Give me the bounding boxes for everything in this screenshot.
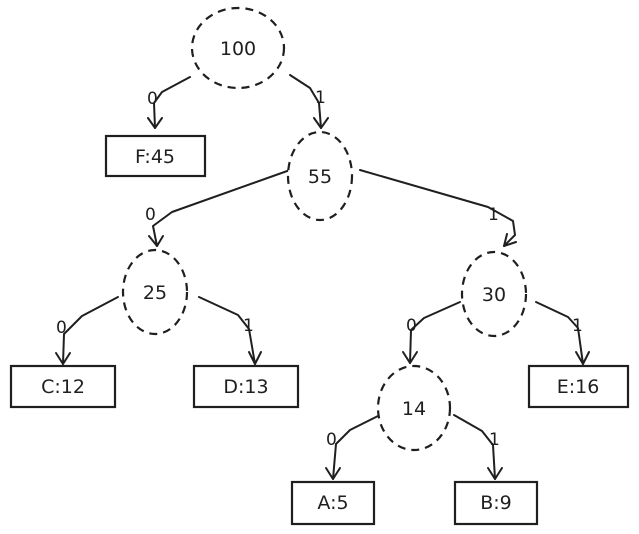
leaf-f-label: F:45 (135, 146, 175, 168)
edge-25-to-d-line (198, 296, 256, 365)
edge-root-to-55: 1 (289, 74, 329, 129)
edge-root-to-f: 0 (147, 76, 191, 129)
edge-14-to-a-arrow-icon (325, 467, 341, 480)
edge-14-to-b: 1 (453, 414, 503, 480)
leaf-d-label: D:13 (223, 376, 268, 398)
node-30-label: 30 (482, 284, 506, 306)
edge-55-to-30-label: 1 (488, 205, 499, 225)
leaf-f: F:45 (104, 134, 207, 178)
edge-30-to-e-label: 1 (572, 316, 583, 336)
edge-25-to-d-label: 1 (243, 316, 254, 336)
leaf-e-box (527, 364, 630, 409)
edge-14-to-a-line (332, 414, 381, 480)
edge-25-to-c: 0 (55, 296, 119, 365)
leaf-b-box (453, 480, 539, 526)
edge-14-to-a-label: 0 (326, 430, 337, 450)
edge-55-to-25-line (152, 169, 291, 247)
edge-30-to-14: 0 (402, 301, 461, 364)
edge-root-to-55-label: 1 (315, 88, 326, 108)
edge-30-to-14-line (409, 301, 461, 364)
node-30-shape (460, 250, 528, 338)
node-14-label: 14 (402, 398, 426, 420)
edge-14-to-b-label: 1 (489, 430, 500, 450)
leaf-nodes: F:45 C:12 D:13 E:16 A:5 B:9 (9, 134, 630, 526)
edge-root-to-f-arrow-icon (147, 117, 163, 129)
leaf-c-label: C:12 (41, 376, 85, 398)
node-25-shape (121, 248, 189, 336)
edge-55-to-25: 0 (145, 169, 291, 247)
edge-25-to-c-arrow-icon (55, 352, 71, 365)
edge-30-to-e: 1 (535, 301, 590, 365)
edge-55-to-30-arrow-icon (503, 233, 517, 247)
edge-55-to-25-arrow-icon (148, 235, 164, 247)
leaf-e: E:16 (527, 364, 630, 409)
edge-root-to-f-label: 0 (147, 89, 158, 109)
internal-nodes: 100 55 25 30 14 (121, 6, 528, 452)
node-55: 55 (286, 130, 354, 222)
node-14-shape (376, 364, 452, 452)
edge-14-to-b-arrow-icon (487, 467, 503, 480)
node-25-label: 25 (143, 282, 167, 304)
leaf-b-label: B:9 (480, 492, 512, 514)
node-root-shape (190, 6, 286, 90)
edge-14-to-a: 0 (325, 414, 381, 480)
node-55-shape (286, 130, 354, 222)
node-25: 25 (121, 248, 189, 336)
leaf-a-label: A:5 (317, 492, 348, 514)
node-55-label: 55 (308, 166, 332, 188)
edge-root-to-55-line (289, 74, 322, 129)
leaf-e-label: E:16 (557, 376, 600, 398)
leaf-a-box (290, 480, 376, 526)
leaf-b: B:9 (453, 480, 539, 526)
edge-30-to-14-arrow-icon (402, 351, 418, 364)
edge-30-to-e-line (535, 301, 584, 365)
leaf-d-box (192, 364, 300, 409)
edge-25-to-c-line (62, 296, 119, 365)
edge-root-to-55-arrow-icon (313, 117, 329, 129)
leaf-c-box (9, 364, 117, 409)
edge-30-to-14-label: 0 (406, 316, 417, 336)
node-14: 14 (376, 364, 452, 452)
node-root: 100 (190, 6, 286, 90)
node-root-label: 100 (220, 38, 256, 60)
node-30: 30 (460, 250, 528, 338)
edge-55-to-30: 1 (359, 169, 517, 247)
edges: 0 1 0 1 0 1 (55, 74, 590, 480)
edge-root-to-f-line (153, 76, 191, 129)
edge-25-to-c-label: 0 (56, 318, 67, 338)
leaf-a: A:5 (290, 480, 376, 526)
leaf-d: D:13 (192, 364, 300, 409)
edge-25-to-d-arrow-icon (248, 351, 262, 365)
edge-55-to-25-label: 0 (145, 205, 156, 225)
edge-25-to-d: 1 (198, 296, 262, 365)
leaf-f-box (104, 134, 207, 178)
edge-55-to-30-line (359, 169, 516, 247)
edge-30-to-e-arrow-icon (575, 351, 590, 365)
leaf-c: C:12 (9, 364, 117, 409)
edge-14-to-b-line (453, 414, 496, 480)
